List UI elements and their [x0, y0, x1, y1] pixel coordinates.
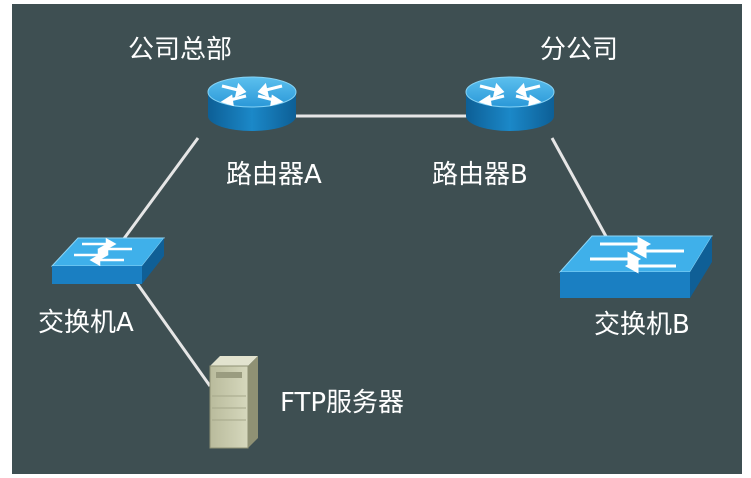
switch-icon: [50, 237, 166, 284]
network-topology: [50, 76, 713, 449]
site-label-headquarters: 公司总部: [128, 35, 233, 65]
diagram-canvas: 公司总部 分公司 路由器A 路由器B 交换机A 交换机B FTP服务器: [12, 4, 742, 474]
link-switch-a-ftp-server: [132, 278, 212, 387]
links: [118, 114, 610, 387]
link-router-a-switch-a: [118, 137, 200, 245]
router-icon: [465, 76, 555, 131]
switch-icon: [558, 235, 713, 298]
router-icon: [207, 76, 297, 131]
server-icon: [209, 356, 258, 449]
node-label-router-a: 路由器A: [226, 160, 322, 190]
node-label-ftp-server: FTP服务器: [280, 388, 405, 418]
node-label-switch-a: 交换机A: [38, 308, 134, 338]
link-router-b-switch-b: [550, 137, 610, 241]
site-label-branch: 分公司: [540, 35, 619, 65]
node-label-router-b: 路由器B: [432, 160, 528, 190]
node-label-switch-b: 交换机B: [594, 310, 690, 340]
